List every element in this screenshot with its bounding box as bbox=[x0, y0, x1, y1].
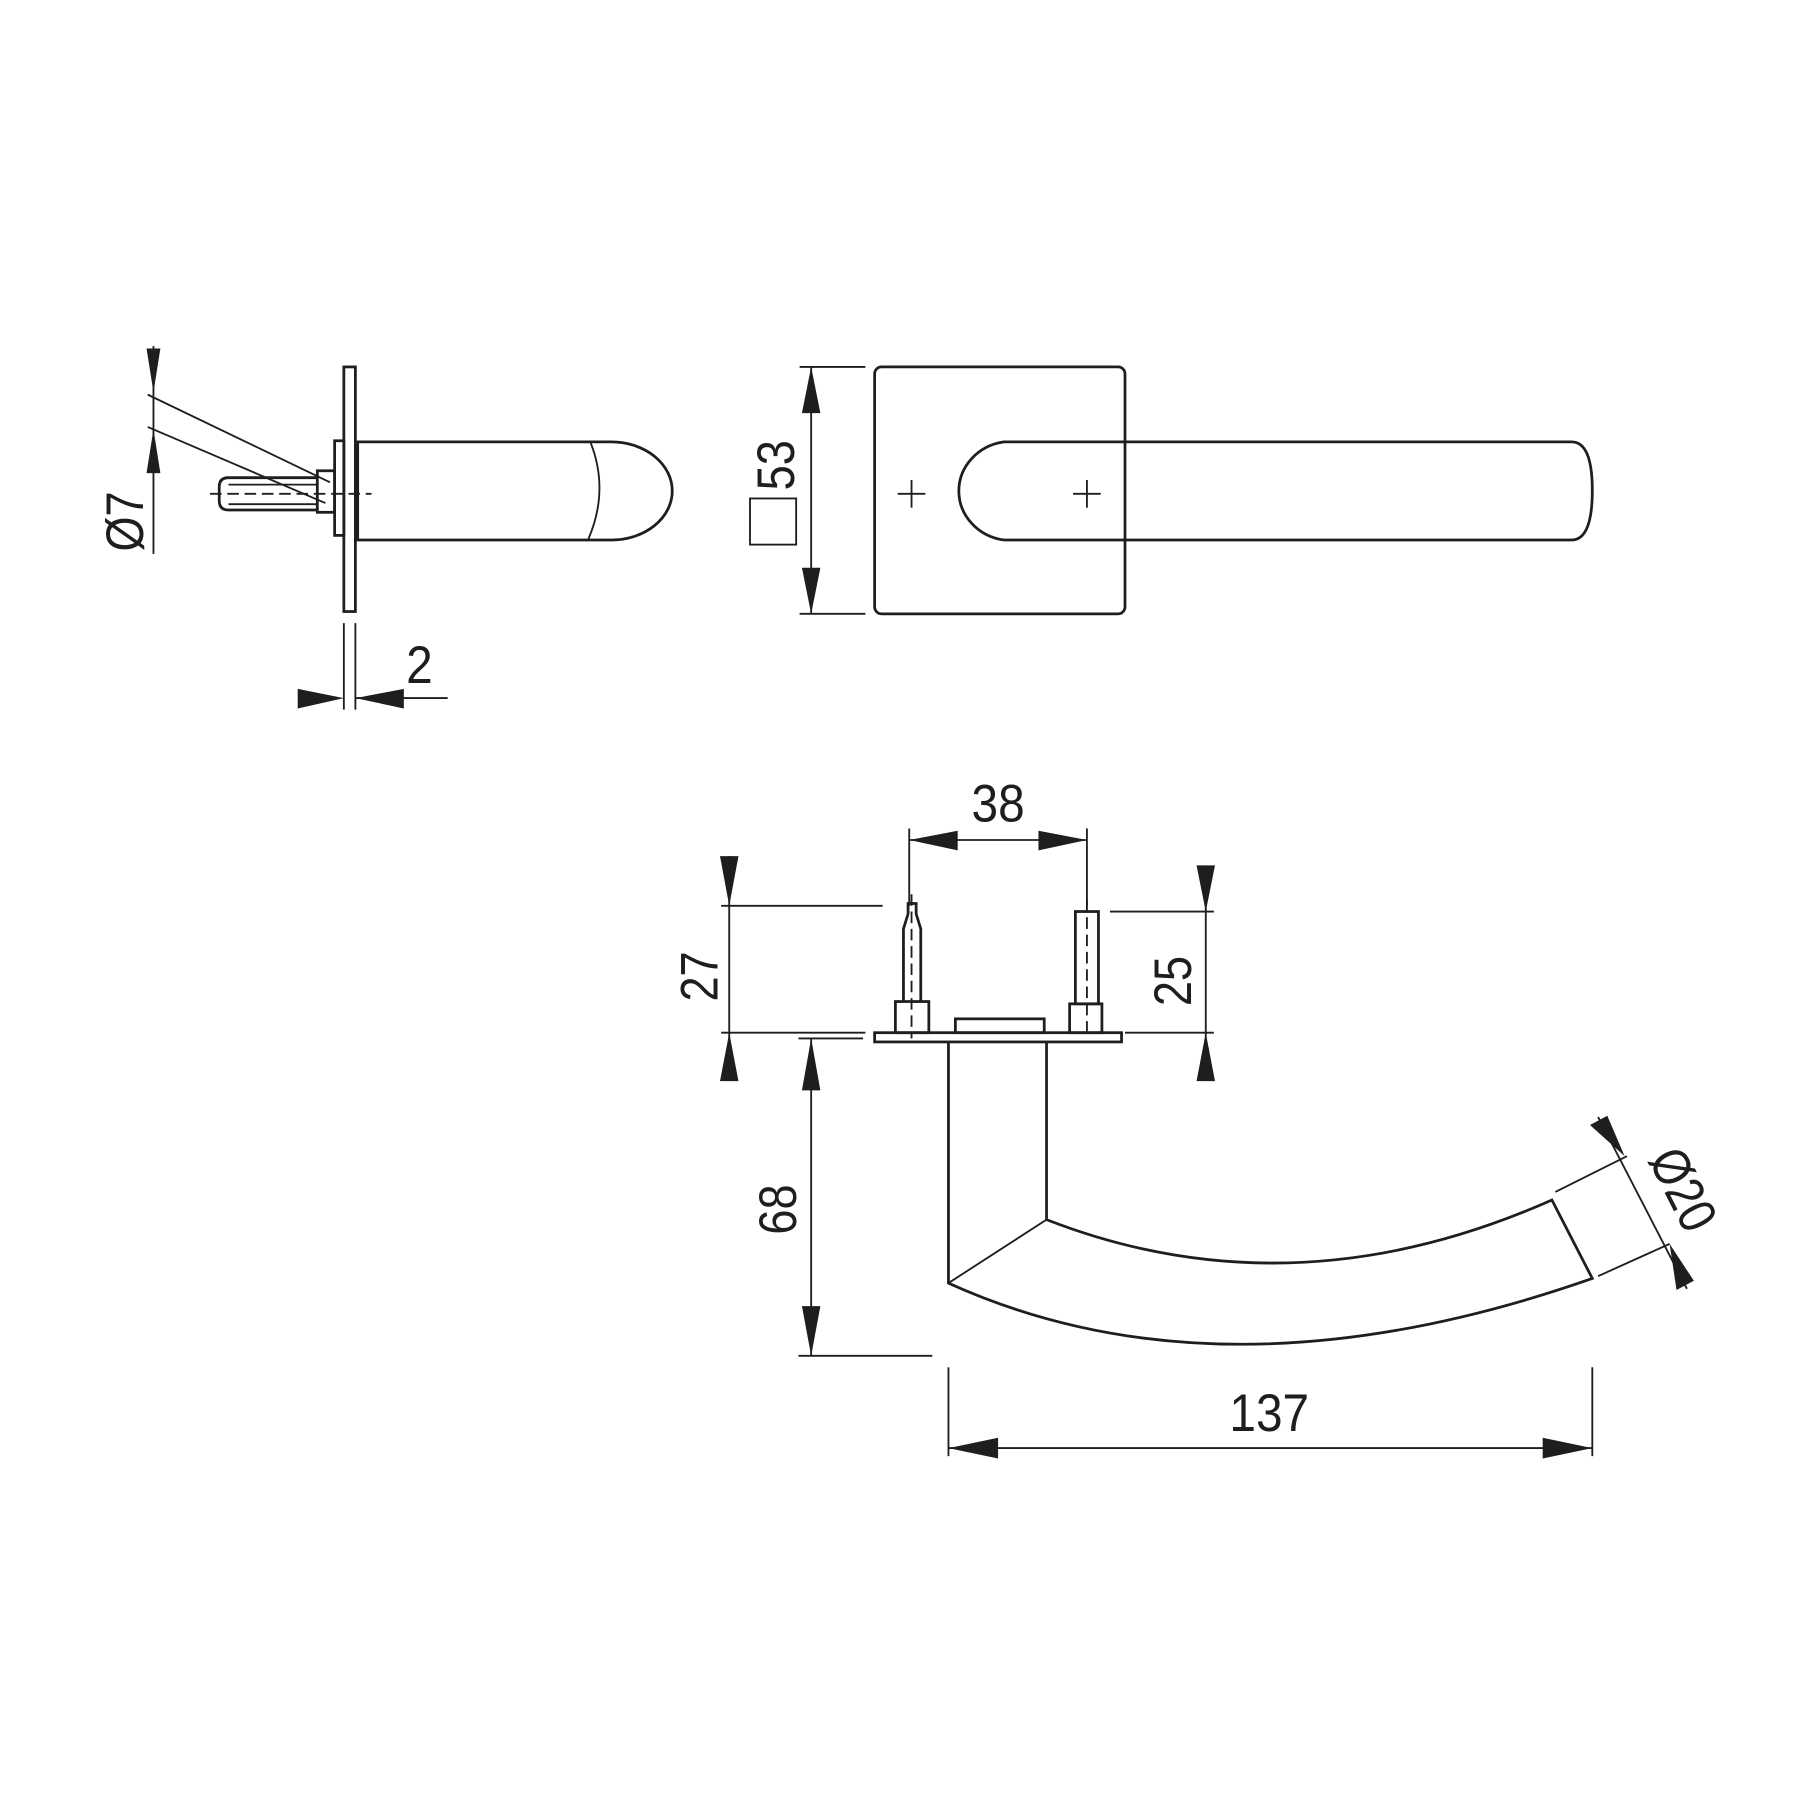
arrow bbox=[1196, 1032, 1215, 1082]
arrow bbox=[909, 830, 958, 851]
dim-rose-thickness: 2 bbox=[406, 635, 433, 695]
spindle-nut bbox=[315, 469, 336, 514]
arrow bbox=[146, 348, 161, 393]
arrow bbox=[801, 1306, 821, 1356]
arrow bbox=[1196, 865, 1215, 912]
dim-pin-spacing: 38 bbox=[972, 773, 1025, 833]
arrow bbox=[801, 567, 821, 614]
front-view: 53 bbox=[746, 365, 1594, 616]
screw-cross-icon bbox=[897, 479, 926, 508]
side-view: Ø7 2 bbox=[96, 346, 674, 710]
screw-cross-icon bbox=[1073, 479, 1101, 508]
handle-body-side bbox=[356, 440, 674, 542]
rose-collar bbox=[333, 439, 346, 537]
square-rose bbox=[873, 365, 1127, 616]
right-pin-nut bbox=[1068, 1002, 1104, 1035]
arrow bbox=[1669, 1243, 1694, 1290]
dim-spindle-diameter: Ø7 bbox=[96, 491, 155, 551]
arrow bbox=[1590, 1115, 1625, 1157]
handle-end-curve bbox=[587, 442, 601, 540]
square-symbol-icon bbox=[749, 497, 798, 546]
base-boss bbox=[954, 1017, 1046, 1035]
dim-right-pin-length: 25 bbox=[1143, 956, 1202, 1006]
bottom-view: 38 27 25 68 137 Ø20 bbox=[670, 773, 1729, 1459]
arrow bbox=[146, 429, 161, 474]
dim-rose-size: 53 bbox=[746, 440, 805, 490]
arrow bbox=[801, 1038, 821, 1091]
arrow bbox=[297, 688, 344, 709]
dim-projection: 68 bbox=[749, 1184, 808, 1234]
lever-handle-front bbox=[957, 440, 1594, 542]
arrow bbox=[720, 1032, 739, 1082]
lever-handle-profile bbox=[947, 1041, 1595, 1346]
rose-plate-side bbox=[342, 365, 357, 613]
arrow bbox=[720, 856, 739, 906]
arrow bbox=[948, 1437, 999, 1459]
dim-left-pin-length: 27 bbox=[670, 951, 729, 1001]
arrow bbox=[1542, 1437, 1593, 1459]
dim-handle-length: 137 bbox=[1229, 1382, 1309, 1442]
arrow bbox=[801, 366, 821, 414]
dim-grip-diameter: Ø20 bbox=[1637, 1138, 1729, 1241]
arrow bbox=[1038, 830, 1087, 851]
